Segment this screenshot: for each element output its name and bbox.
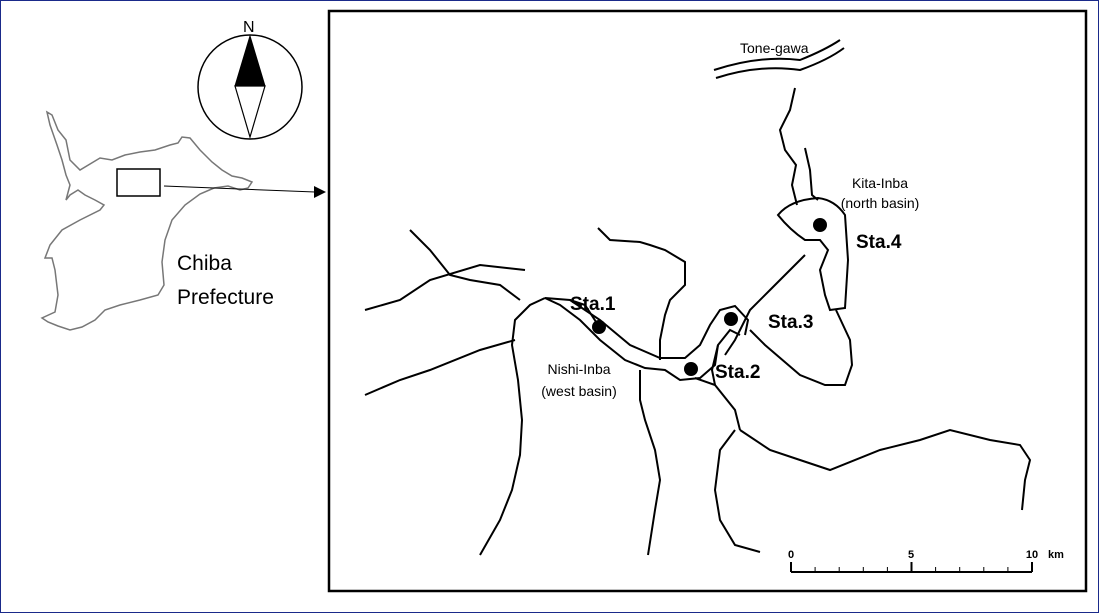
north-basin-label-line1: Kita-Inba — [852, 175, 908, 191]
station-2-label: Sta.2 — [715, 362, 760, 383]
rivers-and-lake — [364, 39, 1032, 556]
north-basin-label-line2: (north basin) — [841, 195, 920, 211]
scale-unit: km — [1048, 549, 1064, 561]
station-4-marker — [813, 218, 827, 232]
west-basin-label-line2: (west basin) — [541, 383, 616, 399]
station-1-label: Sta.1 — [570, 294, 616, 315]
study-area-box — [116, 168, 161, 197]
scale-bar: 0 5 10 km — [788, 549, 1064, 573]
scale-tick-0: 0 — [788, 549, 794, 561]
prefecture-label-line1: Chiba — [177, 252, 232, 275]
scale-tick-5: 5 — [908, 549, 914, 561]
pointer-arrow-line — [163, 185, 316, 193]
station-3-marker — [724, 312, 738, 326]
station-2-marker — [684, 362, 698, 376]
scale-tick-10: 10 — [1026, 549, 1038, 561]
north-arrow-icon: N — [197, 19, 303, 140]
chiba-prefecture-outline — [40, 110, 254, 331]
station-3-label: Sta.3 — [768, 312, 813, 333]
west-basin-label-line1: Nishi-Inba — [547, 361, 610, 377]
prefecture-label-line2: Prefecture — [177, 286, 274, 309]
river-label: Tone-gawa — [740, 40, 809, 56]
north-label: N — [243, 19, 255, 36]
detail-map-frame — [327, 9, 1088, 593]
stations: Sta.1 Sta.2 Sta.3 Sta.4 — [570, 218, 902, 383]
station-4-label: Sta.4 — [856, 232, 902, 253]
station-1-marker — [592, 320, 606, 334]
pointer-arrowhead — [314, 186, 326, 198]
